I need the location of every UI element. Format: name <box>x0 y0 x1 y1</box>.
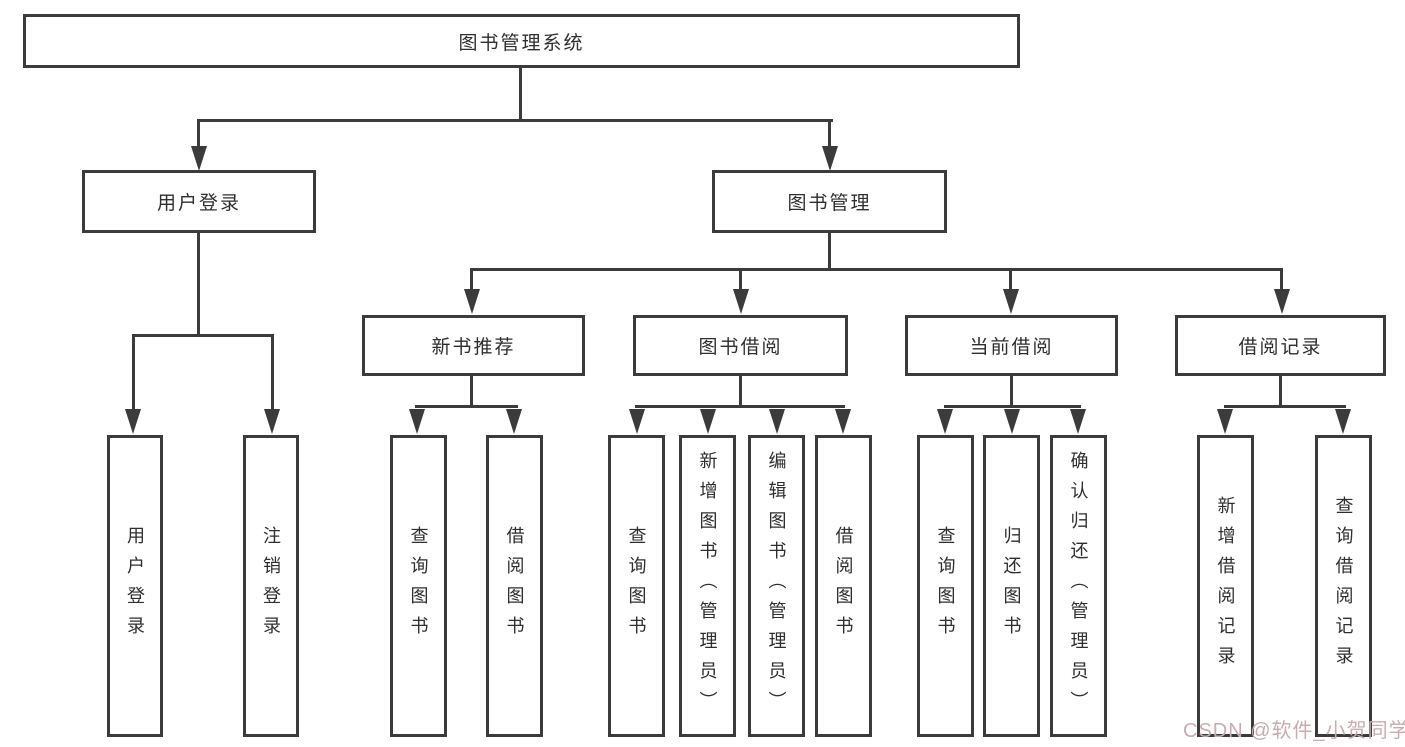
arrow-down-icon <box>264 409 280 434</box>
node-user-login: 用户登录 <box>82 170 316 233</box>
arrow-down-icon <box>1070 409 1086 434</box>
arrow-down-icon <box>464 289 480 314</box>
node-current-borrow: 当前借阅 <box>905 315 1118 376</box>
connector-line <box>197 233 200 336</box>
arrow-down-icon <box>835 409 851 434</box>
connector-line <box>828 233 831 270</box>
leaf-br-query-record: 查询借阅记录 <box>1315 435 1372 737</box>
leaf-bb-borrow-book: 借阅图书 <box>815 435 872 737</box>
node-new-book-recommend: 新书推荐 <box>362 315 585 376</box>
node-book-management-label: 图书管理 <box>787 193 872 214</box>
node-current-borrow-label: 当前借阅 <box>969 337 1054 358</box>
connector-line <box>739 268 742 291</box>
connector-line <box>470 268 1283 271</box>
leaf-nbr-borrow-book: 借阅图书 <box>486 435 543 737</box>
node-borrow-record-label: 借阅记录 <box>1238 337 1323 358</box>
arrow-down-icon <box>1217 409 1233 434</box>
connector-line <box>271 334 274 410</box>
connector-line <box>197 119 833 122</box>
arrow-down-icon <box>769 409 785 434</box>
leaf-nbr-query-book-label: 查询图书 <box>408 526 429 646</box>
leaf-cb-return-book-label: 归还图书 <box>1001 526 1022 646</box>
arrow-down-icon <box>629 409 645 434</box>
connector-line <box>1009 268 1012 291</box>
leaf-bb-query-book: 查询图书 <box>608 435 665 737</box>
connector-line <box>828 119 831 149</box>
node-book-borrow: 图书借阅 <box>633 315 848 376</box>
leaf-nbr-query-book: 查询图书 <box>390 435 447 737</box>
node-root-label: 图书管理系统 <box>458 32 585 54</box>
leaf-bb-edit-book-admin-label: 编辑图书（管理员） <box>766 451 787 721</box>
node-book-management: 图书管理 <box>712 170 947 233</box>
connector-line <box>197 119 200 149</box>
leaf-bb-query-book-label: 查询图书 <box>626 526 647 646</box>
arrow-down-icon <box>409 409 425 434</box>
connector-line <box>132 334 274 337</box>
connector-line <box>739 376 742 407</box>
arrow-down-icon <box>733 289 749 314</box>
connector-line <box>415 405 518 408</box>
connector-line <box>1010 376 1013 407</box>
node-book-borrow-label: 图书借阅 <box>698 337 783 358</box>
arrow-down-icon <box>937 409 953 434</box>
leaf-br-add-record: 新增借阅记录 <box>1197 435 1254 737</box>
csdn-watermark: CSDN @软件_小贺同学 <box>1183 720 1405 742</box>
leaf-bb-edit-book-admin: 编辑图书（管理员） <box>748 435 805 737</box>
leaf-nbr-borrow-book-label: 借阅图书 <box>504 526 525 646</box>
arrow-down-icon <box>1274 289 1290 314</box>
leaf-cb-confirm-return-admin-label: 确认归还（管理员） <box>1068 451 1089 721</box>
leaf-bb-add-book-admin-label: 新增图书（管理员） <box>697 451 718 721</box>
node-root: 图书管理系统 <box>23 14 1020 68</box>
arrow-down-icon <box>1335 409 1351 434</box>
connector-line <box>635 405 845 408</box>
arrow-down-icon <box>506 409 522 434</box>
leaf-bb-add-book-admin: 新增图书（管理员） <box>679 435 736 737</box>
connector-line <box>519 68 522 121</box>
leaf-cb-query-book: 查询图书 <box>917 435 974 737</box>
leaf-cb-confirm-return-admin: 确认归还（管理员） <box>1050 435 1107 737</box>
connector-line <box>944 405 1081 408</box>
leaf-bb-borrow-book-label: 借阅图书 <box>833 526 854 646</box>
arrow-down-icon <box>191 146 207 171</box>
connector-line <box>132 334 135 410</box>
connector-line <box>470 268 473 291</box>
leaf-cb-query-book-label: 查询图书 <box>935 526 956 646</box>
leaf-user-login-label: 用户登录 <box>125 526 145 646</box>
leaf-user-login: 用户登录 <box>107 435 163 737</box>
arrow-down-icon <box>125 409 141 434</box>
leaf-logout: 注销登录 <box>243 435 299 737</box>
node-new-book-recommend-label: 新书推荐 <box>431 337 516 358</box>
arrow-down-icon <box>822 146 838 171</box>
connector-line <box>1280 268 1283 291</box>
leaf-cb-return-book: 归还图书 <box>983 435 1040 737</box>
leaf-br-query-record-label: 查询借阅记录 <box>1333 496 1354 676</box>
connector-line <box>1279 376 1282 407</box>
connector-line <box>470 376 473 407</box>
leaf-br-add-record-label: 新增借阅记录 <box>1215 496 1236 676</box>
node-borrow-record: 借阅记录 <box>1175 315 1386 376</box>
arrow-down-icon <box>700 409 716 434</box>
connector-line <box>1224 405 1346 408</box>
arrow-down-icon <box>1003 289 1019 314</box>
arrow-down-icon <box>1004 409 1020 434</box>
node-user-login-label: 用户登录 <box>156 193 241 214</box>
leaf-logout-label: 注销登录 <box>261 526 281 646</box>
